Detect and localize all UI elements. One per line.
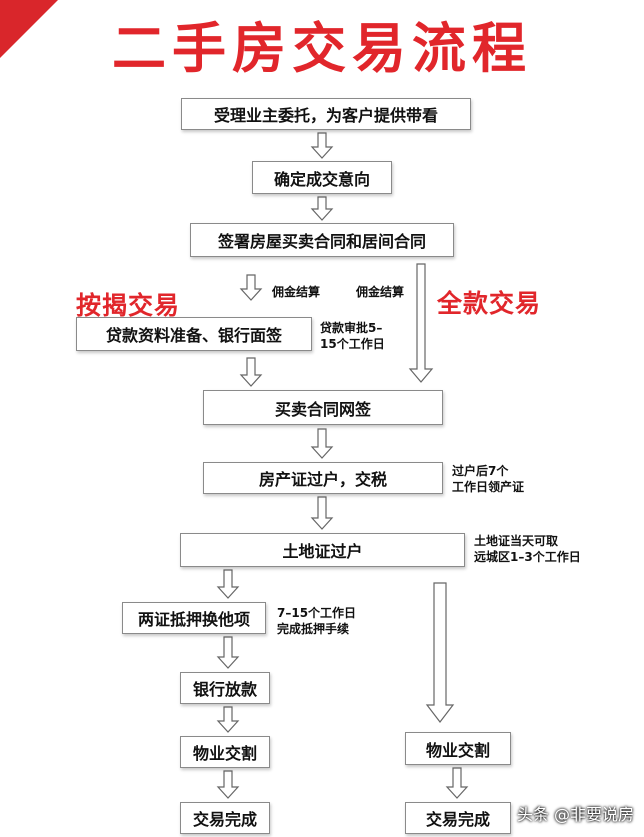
watermark: 头条 @非要说房: [516, 805, 634, 824]
note-land-cert: 土地证当天可取 远城区1–3个工作日: [474, 533, 581, 565]
step-loan-prep: 贷款资料准备、银行面签: [76, 317, 312, 351]
step-contract: 签署房屋买卖合同和居间合同: [190, 223, 454, 257]
arrow-handover-full-to-done: [445, 767, 469, 799]
arrow-release-to-bank-loan: [216, 636, 240, 669]
page-title: 二手房交易流程: [112, 17, 532, 80]
step-release: 两证抵押换他项: [122, 602, 266, 634]
note-loan-approval: 贷款审批5– 15个工作日: [320, 320, 385, 352]
arrow-loan-prep-to-online-sign: [239, 357, 263, 387]
arrow-land-cert-to-release: [216, 569, 240, 599]
note-release-line2: 完成抵押手续: [277, 622, 350, 636]
note-house-cert: 过户后7个 工作日领产证: [452, 463, 524, 495]
note-commission-right: 佣金结算: [356, 285, 405, 299]
branch-label-mortgage: 按揭交易: [76, 291, 181, 320]
step-intent: 确定成交意向: [252, 161, 392, 194]
note-commission-left: 佣金结算: [272, 285, 321, 299]
arrow-handover-to-done: [216, 770, 240, 799]
note-land-cert-line1: 土地证当天可取: [474, 534, 559, 548]
arrow-bank-loan-to-handover: [216, 706, 240, 733]
note-release-line1: 7–15个工作日: [277, 606, 357, 620]
step-land-cert: 土地证过户: [180, 533, 465, 567]
step-entrust: 受理业主委托，为客户提供带看: [181, 98, 471, 130]
note-loan-approval-line1: 贷款审批5–: [320, 321, 383, 335]
step-done-mortgage: 交易完成: [180, 802, 270, 834]
step-bank-loan: 银行放款: [180, 672, 270, 704]
arrow-land-cert-to-handover-full: [425, 582, 455, 723]
step-online-sign: 买卖合同网签: [203, 390, 443, 425]
arrow-contract-to-loan-prep: [239, 274, 263, 301]
note-house-cert-line1: 过户后7个: [452, 464, 509, 478]
step-done-full-payment: 交易完成: [405, 802, 511, 834]
branch-label-full-payment: 全款交易: [437, 289, 542, 318]
arrow-contract-to-online-sign: [408, 263, 434, 383]
corner-decoration: [0, 0, 58, 58]
arrow-intent-to-contract: [310, 196, 334, 221]
step-handover-full-payment: 物业交割: [405, 732, 511, 765]
arrow-entrust-to-intent: [310, 132, 334, 159]
step-house-cert: 房产证过户，交税: [203, 462, 443, 494]
step-handover-mortgage: 物业交割: [180, 736, 270, 768]
note-loan-approval-line2: 15个工作日: [320, 337, 385, 351]
arrow-house-cert-to-land-cert: [310, 496, 334, 530]
arrow-online-sign-to-house-cert: [310, 428, 334, 459]
note-release: 7–15个工作日 完成抵押手续: [277, 605, 356, 637]
note-land-cert-line2: 远城区1–3个工作日: [474, 550, 581, 564]
note-house-cert-line2: 工作日领产证: [452, 480, 525, 494]
